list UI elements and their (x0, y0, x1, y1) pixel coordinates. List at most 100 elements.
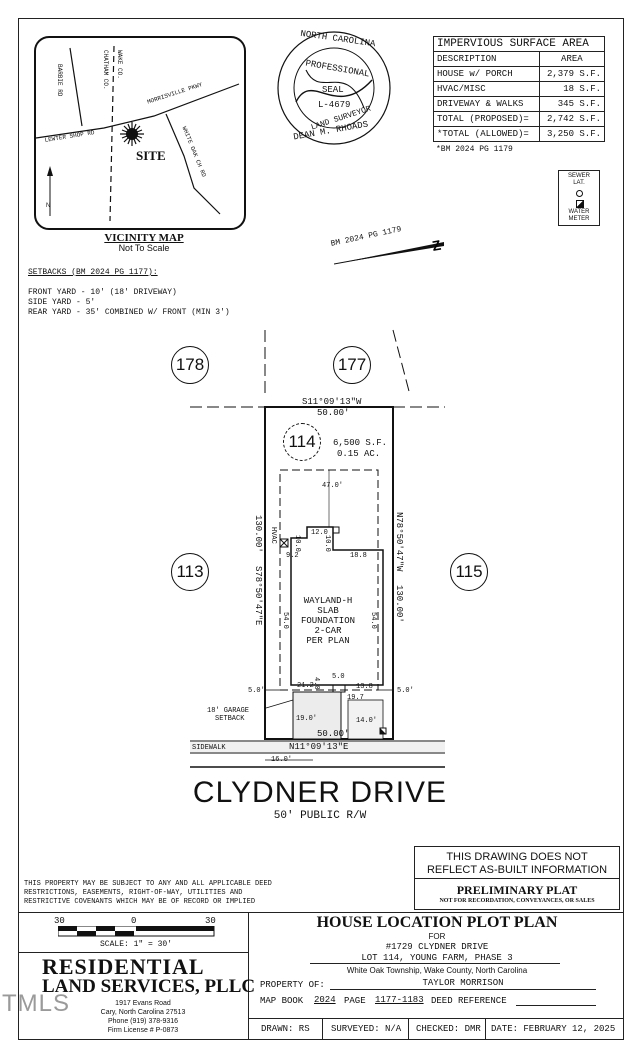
disclaimer-line1: THIS DRAWING DOES NOT (446, 851, 588, 863)
impervious-desc: HVAC/MISC (433, 81, 540, 97)
scale-tick-0: 0 (131, 916, 137, 926)
lot-area-sf: 6,500 S.F. (333, 438, 388, 448)
total-proposed-value: 2,742 S.F. (538, 111, 606, 127)
dim-10b: 10.0 (323, 535, 331, 552)
impervious-note: *BM 2024 PG 1179 (436, 145, 513, 154)
setback-rear: REAR YARD - 35' COMBINED W/ FRONT (MIN 3… (28, 308, 230, 317)
seal-circle-icon (277, 31, 391, 145)
total-proposed-label: TOTAL (PROPOSED)= (433, 111, 540, 127)
company-phone: Phone (919) 378-9316 (107, 1018, 179, 1025)
legend-sewer: SEWER (567, 173, 590, 179)
north-arrow-icon (47, 166, 53, 216)
map-book-label: MAP BOOK (260, 996, 304, 1006)
lot-113-label: 113 (171, 553, 209, 591)
dim-14: 14.0' (356, 717, 378, 725)
lot-177-label: 177 (333, 346, 371, 384)
vicinity-map-drawing (34, 36, 246, 230)
checked-by: CHECKED: DMR (416, 1024, 481, 1034)
impervious-desc: DRIVEWAY & WALKS (433, 96, 540, 112)
dim-19-7: 19.7 (347, 694, 364, 702)
total-allowed-value: 3,250 S.F. (538, 126, 606, 142)
house-line5: PER PLAN (306, 636, 350, 646)
north-arrow-icon: Z (334, 237, 445, 265)
seal-line4: L-4679 (318, 100, 351, 110)
road-wake-co: WAKE CO. (116, 50, 123, 79)
setback-side: SIDE YARD - 5' (28, 298, 96, 307)
dim-13-8: 13.8 (356, 683, 373, 691)
scale-bar-graphic (58, 926, 215, 937)
impervious-col-desc: DESCRIPTION (433, 51, 540, 67)
watermark-logo: TMLS (2, 990, 71, 1017)
front-bearing: N11°09'13"E (289, 742, 349, 752)
preliminary-plat: PRELIMINARY PLAT (456, 883, 578, 897)
hvac-unit-icon (279, 538, 289, 548)
company-address: 1917 Evans Road (115, 1000, 171, 1007)
title-block (18, 912, 624, 1040)
table-row: HVAC/MISC 18 S.F. (433, 81, 606, 97)
road-chatham-co: CHATHAM CO. (102, 50, 109, 90)
vicinity-title: VICINITY MAP (104, 232, 184, 244)
right-bearing: N78°50'47"W (394, 512, 404, 572)
lot-area-ac: 0.15 AC. (337, 449, 381, 459)
plot-title: HOUSE LOCATION PLOT PLAN (316, 914, 558, 931)
table-row: *TOTAL (ALLOWED)= 3,250 S.F. (433, 126, 606, 142)
lot-115-label: 115 (450, 553, 488, 591)
utility-legend: SEWER LAT. WATER METER (558, 170, 600, 226)
left-distance: 130.00' (253, 515, 263, 553)
dim-19: 19.0' (296, 715, 318, 723)
site-label: SITE (136, 148, 166, 163)
plot-date: DATE: FEBRUARY 12, 2025 (491, 1024, 616, 1034)
table-row: DRIVEWAY & WALKS 345 S.F. (433, 96, 606, 112)
lot-114-label: 114 (283, 423, 321, 461)
house-line2: SLAB (317, 606, 339, 616)
left-bearing: S78°50'47"E (253, 566, 263, 626)
site-marker-icon (120, 122, 144, 146)
disclaimer-box: THIS DRAWING DOES NOT REFLECT AS-BUILT I… (414, 846, 620, 910)
property-of-label: PROPERTY OF: (260, 980, 325, 990)
drawn-by: DRAWN: RS (261, 1024, 310, 1034)
plot-lot: LOT 114, YOUNG FARM, PHASE 3 (361, 953, 513, 963)
north-label: N (46, 203, 51, 209)
company-name-2: LAND SERVICES, PLLC (42, 976, 256, 997)
vicinity-subtitle: Not To Scale (118, 243, 170, 253)
seal-line3: SEAL (322, 85, 344, 95)
impervious-desc: HOUSE w/ PORCH (433, 66, 540, 82)
water-meter-icon (576, 200, 584, 208)
surveyed-by: SURVEYED: N/A (331, 1024, 402, 1034)
house-line3: FOUNDATION (300, 616, 355, 626)
scale-label: SCALE: 1" = 30' (100, 940, 173, 949)
legend-lat: LAT. (573, 180, 585, 186)
page-label: PAGE (344, 996, 366, 1006)
road-barbie: BARBIE RD (56, 64, 63, 97)
dim-9-2: 9.2 (286, 552, 299, 560)
front-distance: 50.00' (317, 729, 350, 739)
impervious-table: IMPERVIOUS SURFACE AREA DESCRIPTION AREA… (433, 36, 606, 142)
dim-5a: 5.0 (332, 673, 345, 681)
dim-54b: 54.0 (369, 612, 377, 629)
impervious-col-area: AREA (538, 51, 606, 67)
right-distance: 130.00' (394, 585, 404, 623)
legend-meter: METER (568, 216, 590, 222)
garage-setback-2: SETBACK (215, 715, 245, 723)
map-book-value: 2024 (314, 995, 336, 1005)
impervious-area: 2,379 S.F. (538, 66, 606, 82)
scale-tick-30b: 30 (205, 916, 216, 926)
svg-text:Z: Z (431, 237, 443, 254)
table-row: HOUSE w/ PORCH 2,379 S.F. (433, 66, 606, 82)
dim-10a: 10.0 (293, 535, 301, 552)
plot-for: FOR (428, 932, 446, 941)
table-row: TOTAL (PROPOSED)= 2,742 S.F. (433, 111, 606, 127)
lot-178-label: 178 (171, 346, 209, 384)
sidewalk-label: SIDEWALK (192, 744, 226, 752)
hvac-label: HVAC (269, 527, 277, 544)
house-line4: 2-CAR (314, 626, 342, 636)
legend-water: WATER (568, 209, 590, 215)
plot-plan-drawing (190, 329, 445, 768)
dim-47: 47.0' (322, 482, 344, 490)
rear-distance: 50.00' (317, 408, 350, 418)
dim-54a: 54.0 (281, 612, 289, 629)
street-name: CLYDNER DRIVE (192, 776, 448, 809)
setback-front: FRONT YARD - 10' (18' DRIVEWAY) (28, 288, 177, 297)
dim-12: 12.0 (311, 529, 328, 537)
sewer-icon (576, 190, 583, 197)
